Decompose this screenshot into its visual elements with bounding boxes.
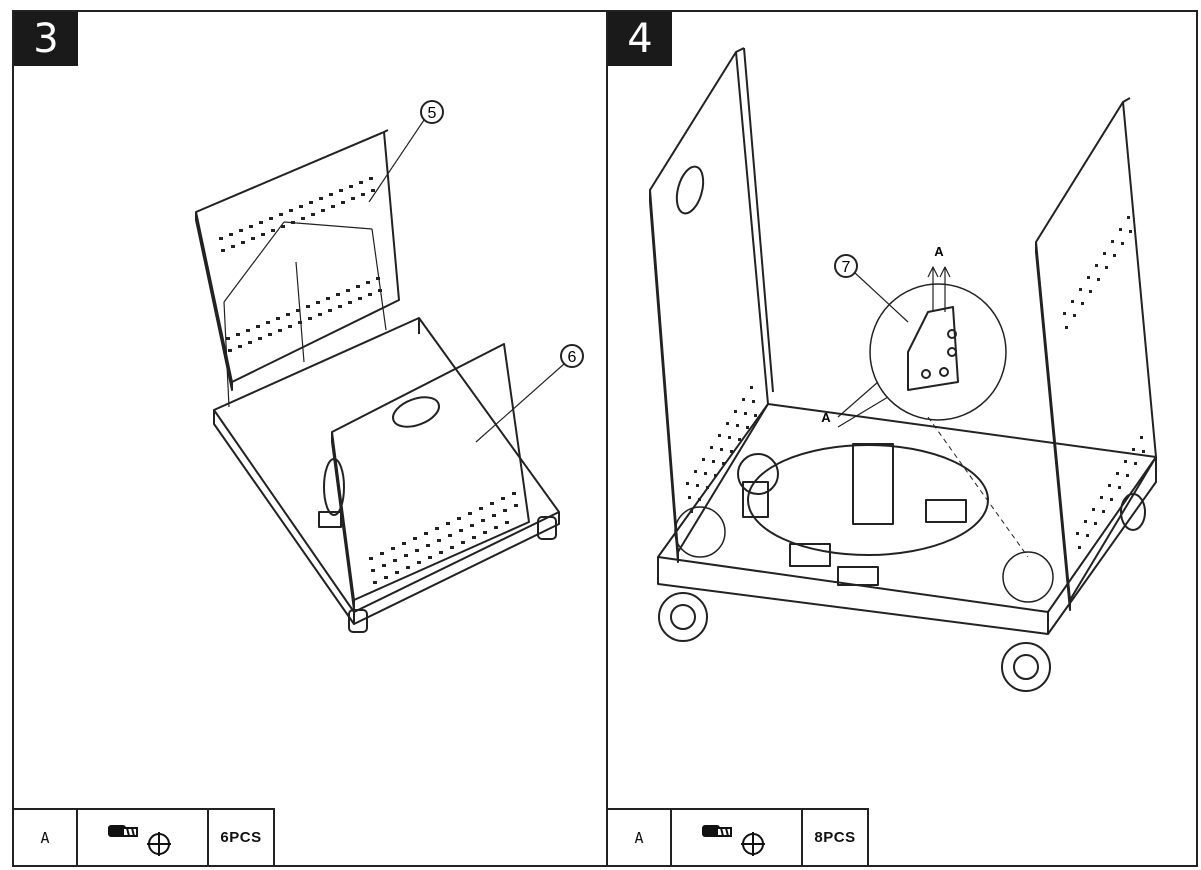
callout-5-label: 5 — [428, 105, 437, 122]
corner-detail-circle-right — [1002, 551, 1054, 603]
callout-5-leader — [368, 119, 425, 203]
hardware-letter: A — [608, 810, 672, 865]
step-3-illustration: 5 6 — [195, 100, 584, 633]
callout-7-circle — [834, 254, 858, 278]
cart-base — [657, 403, 1157, 635]
corner-detail-circle-left — [674, 506, 726, 558]
step-4-illustration: 7 A A — [649, 47, 1157, 692]
fastener-label-top: A — [934, 244, 944, 259]
left-side-panel — [649, 47, 774, 563]
fastener-label-side: A — [821, 410, 831, 425]
right-side-panel — [1035, 97, 1157, 611]
back-panel-guide-lines — [223, 221, 387, 408]
screw-icon — [107, 824, 171, 856]
step-number-badge: 4 — [608, 12, 672, 66]
part-5-back-panel — [195, 129, 400, 391]
step-4-hardware-table: A 8PCS — [608, 808, 869, 865]
callout-5-circle — [420, 100, 444, 124]
callout-6-leader — [475, 363, 565, 443]
step-3-panel: 3 — [12, 10, 608, 867]
side-panel-perforations — [369, 492, 518, 584]
caster-wheels — [658, 493, 1146, 692]
hardware-letter: A — [14, 810, 78, 865]
hardware-icon-cell — [672, 810, 803, 865]
step-3-hardware-table: A 6PCS — [14, 808, 275, 865]
hardware-quantity: 6PCS — [209, 810, 275, 865]
callout-7-label: 7 — [842, 259, 851, 276]
bracket-detail-magnifier — [837, 266, 1029, 558]
hardware-icon-cell — [78, 810, 209, 865]
hardware-quantity: 8PCS — [803, 810, 869, 865]
part-6-side-panel — [331, 343, 530, 611]
callout-7-leader — [853, 271, 909, 323]
screw-icon — [701, 824, 765, 856]
step-number-badge: 3 — [14, 12, 78, 66]
left-panel-perforations — [686, 386, 757, 513]
callout-6-circle — [560, 344, 584, 368]
right-panel-perforations — [1063, 216, 1145, 549]
callout-6-label: 6 — [568, 349, 577, 366]
step-4-panel: 4 — [606, 10, 1198, 867]
